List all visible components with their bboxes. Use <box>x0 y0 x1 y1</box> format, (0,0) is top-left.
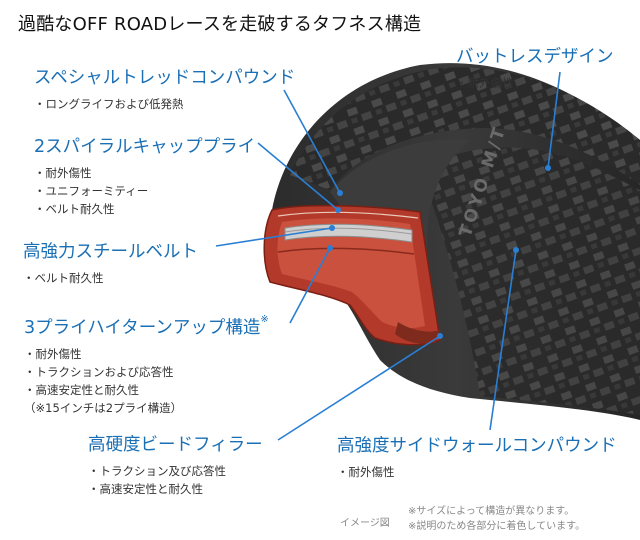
feature-point: ・ユニフォーミティー <box>34 184 149 198</box>
feature-point: ・高速安定性と耐久性 <box>88 482 203 496</box>
image-label: イメージ図 <box>340 518 390 529</box>
feature-steel-belt: 高強力スチールベルト ・ベルト耐久性 <box>23 238 198 287</box>
feature-buttress-design: バットレスデザイン ・耐外傷性 <box>456 43 614 92</box>
footnote: ※サイズによって構造が異なります。 <box>408 506 575 517</box>
sidewall <box>420 147 640 415</box>
feature-point: ・高速安定性と耐久性 <box>24 383 139 397</box>
feature-point: ・耐外傷性 <box>34 166 92 180</box>
feature-heading: 2スパイラルキャッププライ <box>34 137 256 157</box>
footnote: ※説明のため各部分に着色しています。 <box>408 521 586 532</box>
feature-heading: 高硬度ビードフィラー <box>88 435 263 455</box>
feature-point: （※15インチは2プライ構造） <box>24 401 183 415</box>
callout-lines <box>215 71 561 441</box>
feature-point: ・トラクション及び応答性 <box>88 464 226 478</box>
feature-sidewall-compound: 高強度サイドウォールコンパウンド ・耐外傷性 <box>337 432 617 481</box>
feature-heading: バットレスデザイン <box>456 47 614 67</box>
feature-3ply-turnup: 3プライハイターンアップ構造※ ・耐外傷性 ・トラクションおよび応答性 ・高速安… <box>24 314 269 417</box>
feature-bead-filler: 高硬度ビードフィラー ・トラクション及び応答性 ・高速安定性と耐久性 <box>88 431 263 498</box>
feature-point: ・トラクションおよび応答性 <box>24 365 174 379</box>
feature-point: ・ロングライフおよび低発熱 <box>34 97 184 111</box>
feature-point: ・耐外傷性 <box>337 465 395 479</box>
page-title: 過酷なOFF ROADレースを走破するタフネス構造 <box>18 14 422 35</box>
feature-point: ・ベルト耐久性 <box>34 202 115 216</box>
feature-point: ・ベルト耐久性 <box>23 271 104 285</box>
feature-heading: スペシャルトレッドコンパウンド <box>34 68 296 88</box>
footnotes: ※サイズによって構造が異なります。 ※説明のため各部分に着色しています。 <box>408 504 585 534</box>
feature-heading: 3プライハイターンアップ構造※ <box>24 314 269 338</box>
feature-cap-ply: 2スパイラルキャッププライ ・耐外傷性 ・ユニフォーミティー ・ベルト耐久性 <box>34 133 255 218</box>
feature-heading: 高強度サイドウォールコンパウンド <box>337 436 617 456</box>
footnote-mark: ※ <box>260 314 269 325</box>
tread-band <box>290 67 640 190</box>
bead-filler <box>395 322 440 344</box>
feature-tread-compound: スペシャルトレッドコンパウンド ・ロングライフおよび低発熱 <box>34 64 295 113</box>
feature-point: ・耐外傷性 <box>456 76 514 90</box>
callout-dots <box>327 165 551 339</box>
feature-point: ・耐外傷性 <box>24 347 82 361</box>
feature-heading: 高強力スチールベルト <box>23 242 198 262</box>
